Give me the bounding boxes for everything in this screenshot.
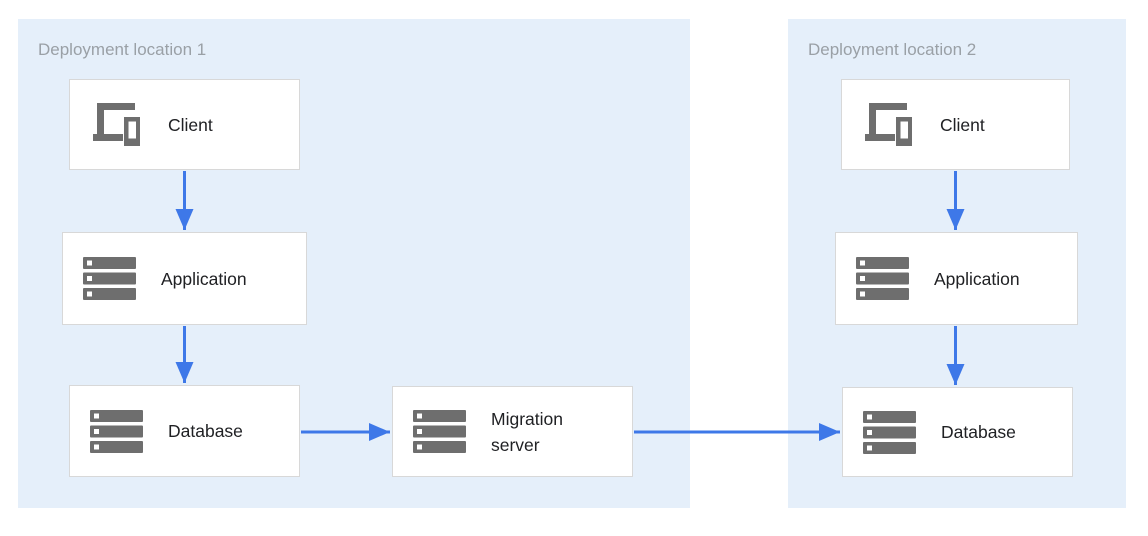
node-application: Application (62, 232, 307, 325)
node-client: Client (69, 79, 300, 170)
node-migration-server: Migration server (392, 386, 633, 477)
node-label: Client (168, 114, 213, 135)
server-icon (88, 409, 144, 453)
devices-icon (88, 103, 144, 146)
node-application: Application (835, 232, 1078, 325)
node-client: Client (841, 79, 1070, 170)
server-icon (411, 410, 467, 453)
node-label: Client (940, 114, 985, 135)
zone-label: Deployment location 2 (808, 40, 977, 59)
node-label: Database (941, 422, 1016, 442)
node-database: Database (842, 387, 1073, 477)
node-label: Application (161, 268, 247, 289)
devices-icon (860, 103, 916, 146)
node-database: Database (69, 385, 300, 477)
server-icon (854, 257, 910, 300)
server-icon (861, 410, 917, 454)
node-label: Application (934, 268, 1020, 289)
node-label: Database (168, 421, 243, 441)
zone-label: Deployment location 1 (38, 40, 207, 59)
server-icon (81, 257, 137, 300)
node-label: Migration server (491, 408, 563, 455)
